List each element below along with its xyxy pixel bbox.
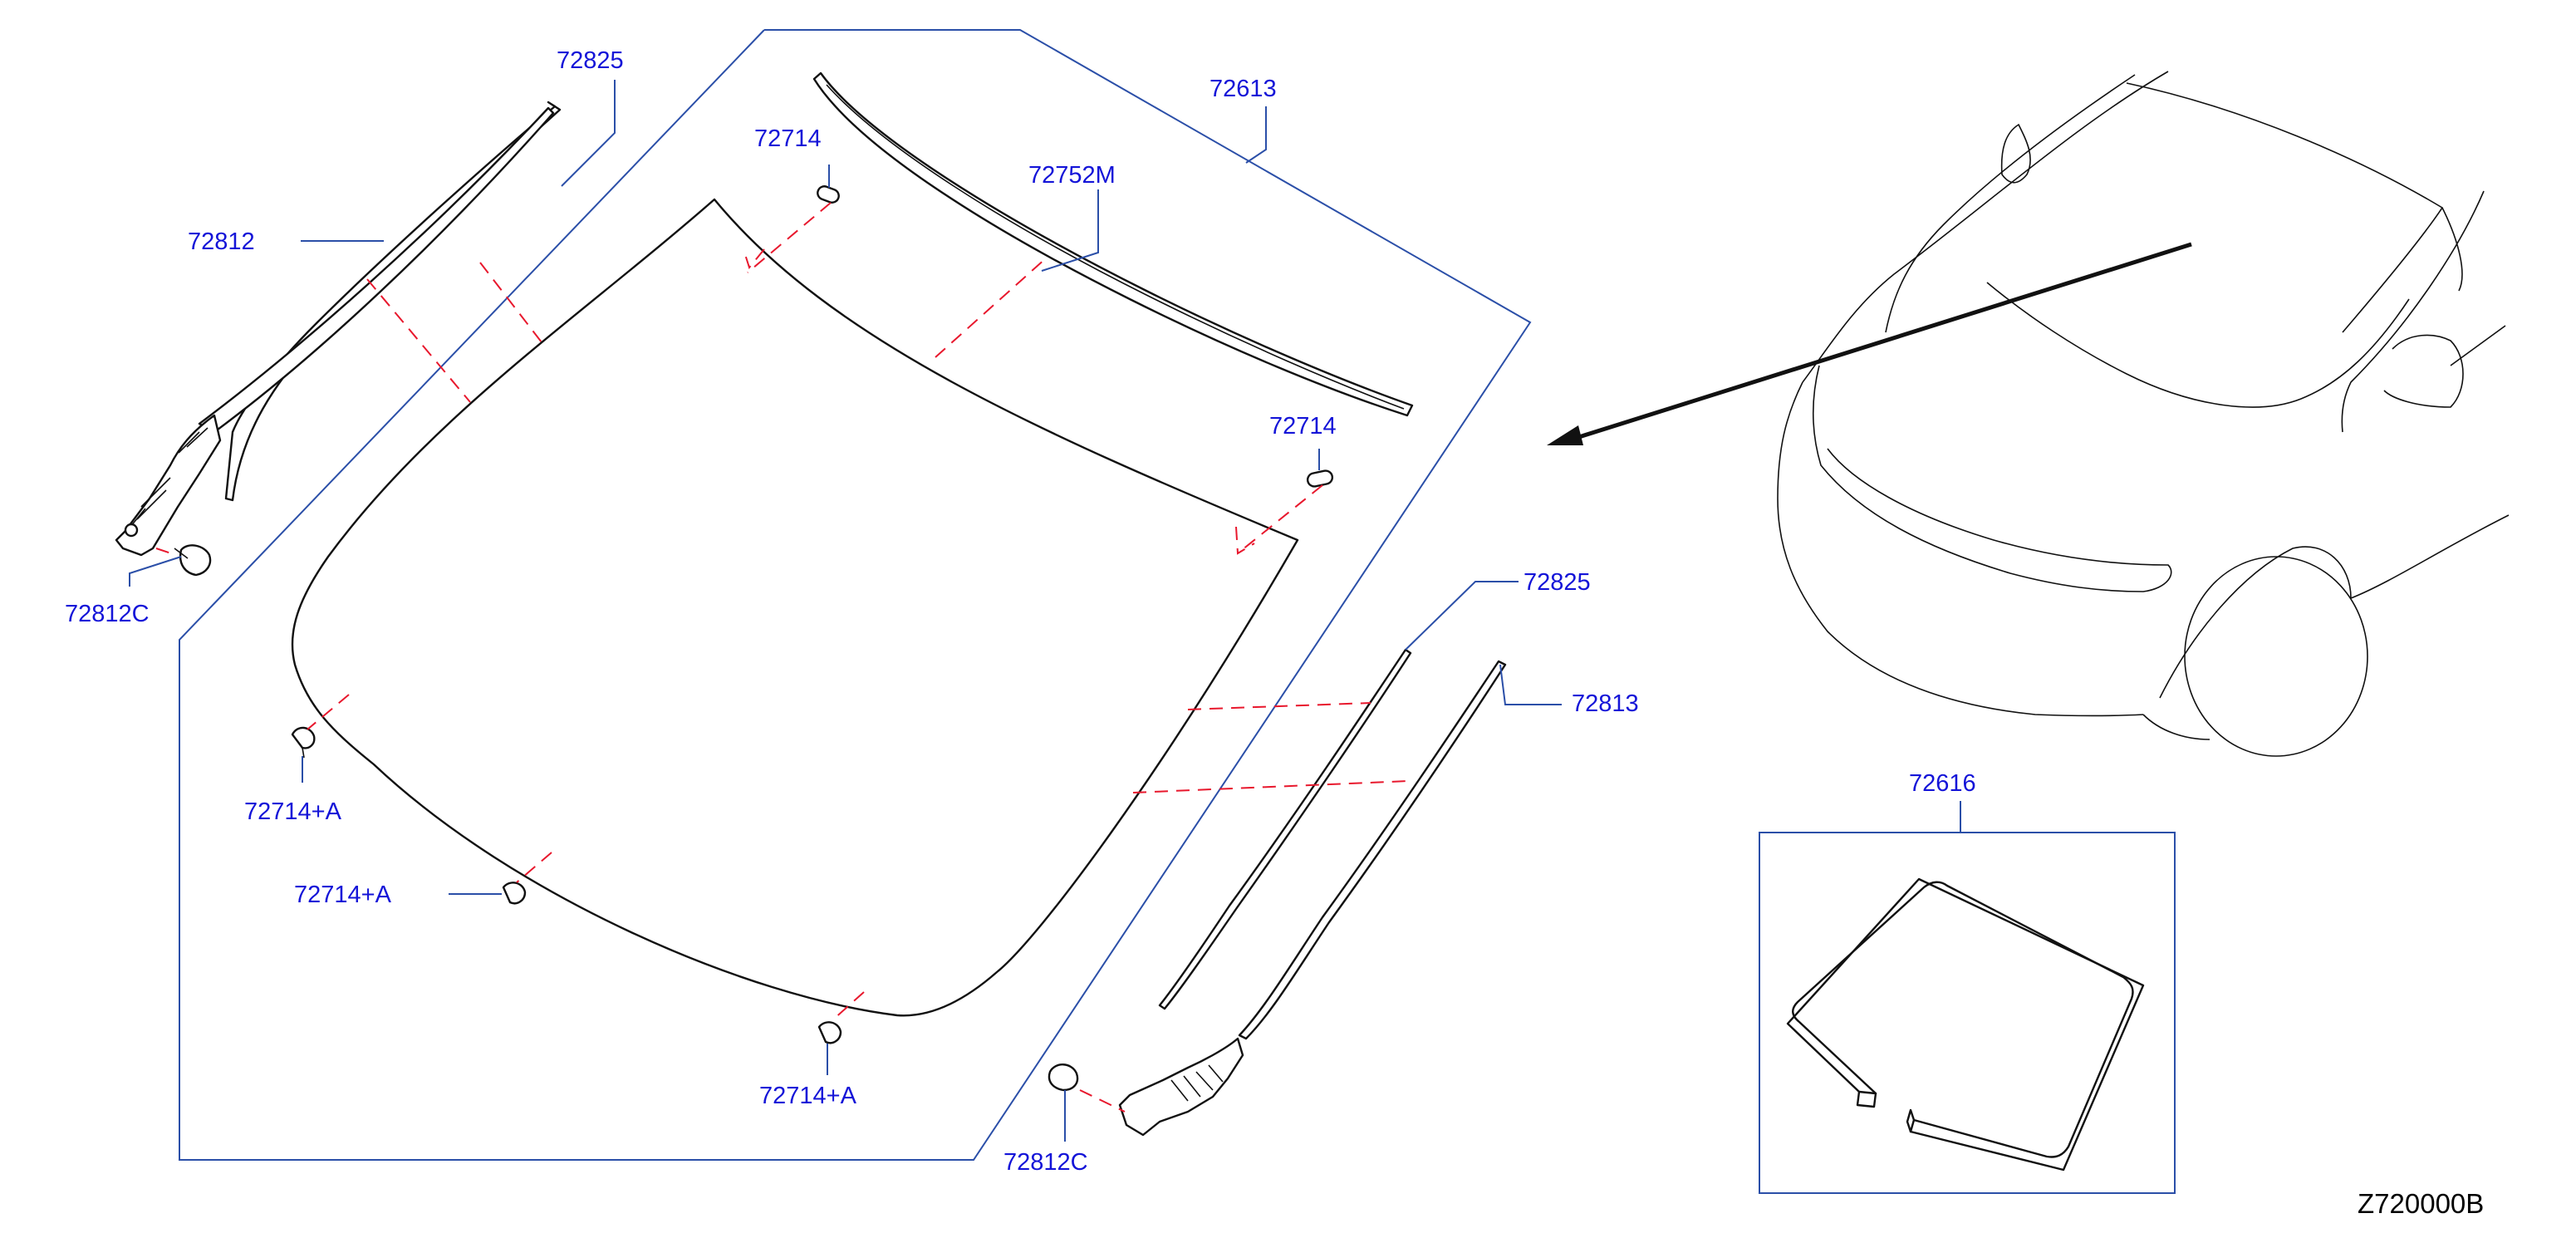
right-upper-molding[interactable] (1158, 648, 1412, 1010)
label-72714a-left: 72714+A (244, 798, 342, 825)
assembly-dash-lines (155, 202, 1410, 1113)
left-glass-stopper[interactable] (291, 726, 316, 749)
label-72812c-left: 72812C (65, 601, 150, 627)
top-molding-inner-line (826, 84, 1405, 410)
label-72813-right: 72813 (1572, 690, 1639, 717)
dam-rubber-box (1759, 832, 2176, 1194)
dam-rubber-seal[interactable] (1792, 881, 2134, 1158)
bottom-glass-stopper[interactable] (817, 1021, 842, 1044)
top-molding[interactable] (812, 71, 1414, 417)
vehicle-front-sketch (1777, 71, 2510, 757)
label-72812c-right: 72812C (1003, 1149, 1088, 1176)
left-molding-clip-stem (174, 548, 189, 559)
right-molding-clip[interactable] (1048, 1064, 1079, 1092)
right-pillar-molding[interactable] (1238, 660, 1507, 1040)
label-72616-dam: 72616 (1909, 770, 1976, 797)
dam-rubber-seal-end-a (1856, 1090, 1877, 1108)
left-molding-clip[interactable] (179, 544, 212, 577)
view-direction-arrow (1568, 242, 2192, 443)
left-pillar-molding[interactable] (198, 106, 555, 434)
left-glass-stopper-stem (302, 747, 305, 759)
dam-rubber-seal-inner (1786, 877, 2145, 1172)
label-72825-right: 72825 (1524, 569, 1591, 596)
left-pillar-molding-base[interactable] (115, 414, 222, 557)
right-glass-spacer[interactable] (1306, 469, 1334, 488)
windshield-glass[interactable] (291, 198, 1299, 1017)
windshield-group-frame (179, 29, 1532, 1161)
diagram-code: Z720000B (2358, 1188, 2484, 1219)
label-72714a-bottom: 72714+A (759, 1083, 857, 1109)
label-72714-right: 72714 (1269, 413, 1337, 440)
top-glass-spacer[interactable] (816, 184, 841, 204)
label-72613-glass: 72613 (1209, 76, 1277, 102)
bottom-left-glass-stopper[interactable] (502, 882, 527, 905)
left-pillar-molding-ribs (125, 427, 209, 533)
right-pillar-molding-ribs (1170, 1064, 1224, 1102)
view-direction-arrowhead (1547, 425, 1583, 445)
dam-rubber-seal-end-b (1906, 1108, 1916, 1133)
label-72812-left: 72812 (188, 228, 255, 255)
left-pillar-molding-hole (124, 523, 139, 538)
right-pillar-molding-base[interactable] (1118, 1037, 1244, 1137)
leader-lines (129, 80, 1961, 1142)
label-72825-top-left: 72825 (557, 47, 624, 74)
label-72752m-top-molding: 72752M (1028, 162, 1116, 189)
label-72714-top: 72714 (754, 125, 822, 152)
label-72714a-bottom-left: 72714+A (294, 882, 392, 908)
